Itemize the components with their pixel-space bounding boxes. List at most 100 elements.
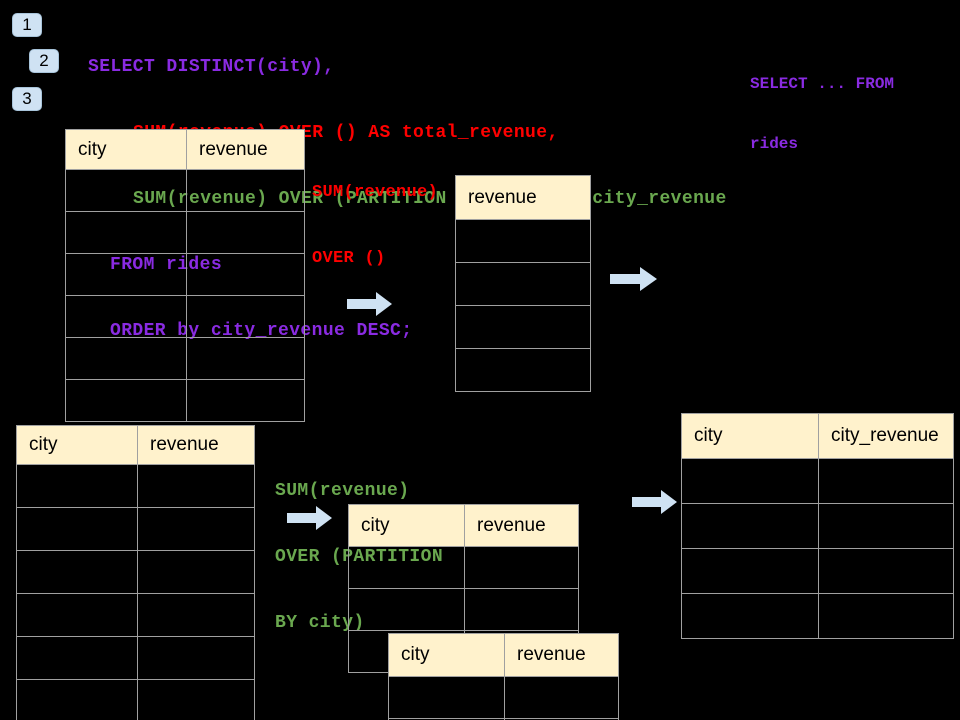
table-cell-empty [456,263,590,305]
step-badge-2: 2 [29,49,59,73]
annotation-line: rides [750,135,799,153]
flow-arrow-icon [347,292,392,316]
table-cell-empty [818,504,953,548]
table-cell-empty [464,589,578,630]
table-cell-empty [456,349,590,391]
table-row [682,593,953,638]
table-cell-empty [186,170,304,211]
table-cell-empty [818,549,953,593]
table-row [17,464,254,507]
step-badge-3: 3 [12,87,42,111]
table-row [17,593,254,636]
table-cell-empty [137,465,254,507]
table-cell-empty [456,220,590,262]
column-header: city [66,130,186,169]
table-row [456,219,590,262]
table-cell-empty [464,547,578,588]
table-cell-empty [17,680,137,720]
annotation-line: OVER () [312,249,386,268]
step-badge-1: 1 [12,13,42,37]
column-header: city_revenue [818,414,953,458]
table-cell-empty [186,380,304,421]
table-cell-empty [137,637,254,679]
table-cell-empty [682,594,818,638]
table-cell-empty [682,504,818,548]
table-row [456,348,590,391]
table-cell-empty [66,338,186,379]
annotation-line: SELECT ... FROM [750,75,895,93]
table-cell-empty [682,549,818,593]
table-cell-empty [66,212,186,253]
table-cell-empty [66,170,186,211]
table-row [682,548,953,593]
table-row [66,379,304,421]
table-cell-empty [818,459,953,503]
table-cell-empty [137,508,254,550]
table-header-row: revenue [456,176,590,219]
table-cell-empty [186,254,304,295]
column-header: revenue [504,634,618,676]
column-header: revenue [464,505,578,546]
table-cell-empty [17,637,137,679]
annotation-sum-over-all: SUM(revenue) OVER () [312,138,438,314]
table-row [456,262,590,305]
table-row [17,679,254,720]
annotation-line: SUM(revenue) [312,183,439,202]
table-row [17,550,254,593]
table-cell-empty [818,594,953,638]
column-header: revenue [186,130,304,169]
table-cell-empty [349,589,464,630]
table-cell-empty [17,465,137,507]
table-cell-empty [186,338,304,379]
table-cell-empty [186,296,304,337]
table-row [682,503,953,548]
table-cell-empty [504,677,618,718]
flow-arrow-icon [610,267,657,291]
annotation-line: SUM(revenue) [275,481,410,501]
sql-line-select: SELECT DISTINCT(city), [88,57,335,77]
column-header: city [17,426,137,464]
table-row [456,305,590,348]
annotation-select-from-rides: SELECT ... FROM rides [750,34,894,194]
table-cell-empty [17,508,137,550]
table-cell-empty [137,680,254,720]
table-row [349,588,578,630]
table-row [17,507,254,550]
table-cell-empty [66,380,186,421]
table-row [349,546,578,588]
table-row [66,295,304,337]
table-row [66,211,304,253]
table-cell-empty [186,212,304,253]
flow-arrow-icon [287,506,332,530]
column-header: city [349,505,464,546]
table-cell-empty [137,551,254,593]
table-cell-empty [389,677,504,718]
table-cell-empty [17,594,137,636]
sql-line-order: ORDER by city_revenue DESC; [110,321,413,341]
column-header: revenue [137,426,254,464]
table-row [682,458,953,503]
table-cell-empty [66,296,186,337]
table-cell-empty [17,551,137,593]
annotation-line: BY city) [275,613,365,633]
column-header: revenue [456,176,590,219]
column-header: city [682,414,818,458]
table-cell-empty [456,306,590,348]
table-row [66,169,304,211]
table-cell-empty [349,547,464,588]
table-cell-empty [682,459,818,503]
table-row [66,253,304,295]
table-cell-empty [137,594,254,636]
flow-arrow-icon [632,490,677,514]
table-row [389,676,618,718]
